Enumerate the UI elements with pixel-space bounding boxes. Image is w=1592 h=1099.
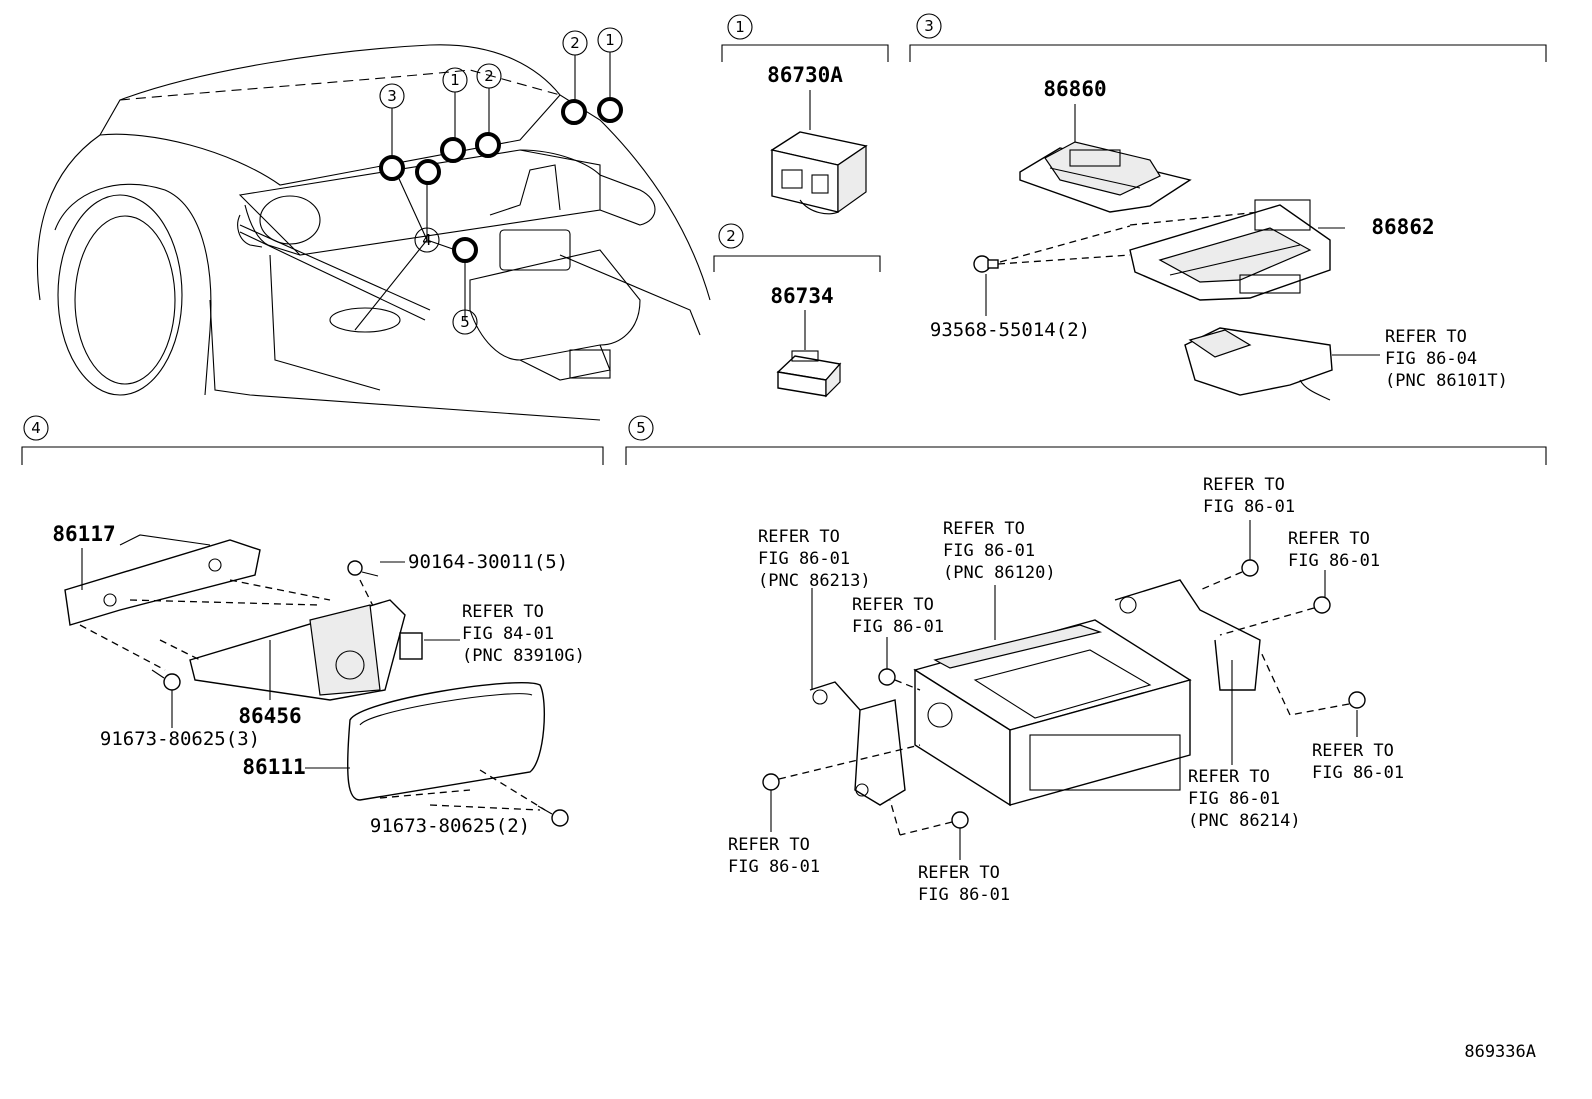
svg-text:REFER TO: REFER TO <box>1385 327 1467 347</box>
svg-text:FIG 86-01: FIG 86-01 <box>728 857 820 877</box>
svg-text:3: 3 <box>387 87 397 105</box>
svg-text:FIG 86-01: FIG 86-01 <box>1288 551 1380 571</box>
svg-text:REFER TO: REFER TO <box>852 595 934 615</box>
svg-text:FIG 86-01: FIG 86-01 <box>852 617 944 637</box>
svg-text:86862: 86862 <box>1371 215 1434 239</box>
svg-text:1: 1 <box>735 18 745 36</box>
svg-text:FIG 86-01: FIG 86-01 <box>1188 789 1280 809</box>
svg-text:REFER TO: REFER TO <box>943 519 1025 539</box>
svg-text:FIG 86-01: FIG 86-01 <box>758 549 850 569</box>
refer-86-01-f: REFER TO FIG 86-01 <box>1312 741 1404 783</box>
svg-text:4: 4 <box>31 419 41 437</box>
part-93568-bolt: 93568-55014(2) <box>930 211 1261 341</box>
svg-text:86734: 86734 <box>770 284 833 308</box>
svg-text:5: 5 <box>460 313 470 331</box>
svg-text:1: 1 <box>605 31 615 49</box>
svg-text:86730A: 86730A <box>767 63 843 87</box>
callout-1b: 1 <box>597 27 623 53</box>
svg-text:91673-80625(2): 91673-80625(2) <box>370 815 530 837</box>
svg-text:FIG 86-01: FIG 86-01 <box>1203 497 1295 517</box>
harness-refer-86-04: REFER TO FIG 86-04 (PNC 86101T) <box>1184 327 1508 401</box>
left-bracket <box>809 588 906 806</box>
refer-86214: REFER TO FIG 86-01 (PNC 86214) <box>1188 767 1301 831</box>
svg-text:2: 2 <box>570 34 580 52</box>
callout-2b: 2 <box>562 30 588 56</box>
svg-text:86117: 86117 <box>52 522 115 546</box>
svg-text:REFER TO: REFER TO <box>462 602 544 622</box>
refer-86-01-c: REFER TO FIG 86-01 <box>852 595 944 637</box>
svg-text:(PNC 86214): (PNC 86214) <box>1188 811 1301 831</box>
callout-4: 4 <box>414 227 440 253</box>
svg-text:86456: 86456 <box>238 704 301 728</box>
section-3-header: 3 <box>909 13 1547 62</box>
svg-text:5: 5 <box>636 419 646 437</box>
svg-text:1: 1 <box>450 71 460 89</box>
part-86456: 86456 <box>79 579 406 728</box>
svg-text:(PNC 86213): (PNC 86213) <box>758 571 871 591</box>
overview-callouts: 3 1 2 2 1 4 5 <box>379 27 623 335</box>
part-86734: 86734 <box>770 284 842 398</box>
refer-86120: REFER TO FIG 86-01 (PNC 86120) <box>943 519 1056 583</box>
refer-86-01-h: REFER TO FIG 86-01 <box>728 835 820 877</box>
svg-text:91673-80625(3): 91673-80625(3) <box>100 728 260 750</box>
svg-text:FIG 86-01: FIG 86-01 <box>918 885 1010 905</box>
refer-86-01-e: REFER TO FIG 86-01 <box>1288 529 1380 571</box>
part-91673-a: 91673-80625(3) <box>100 669 260 750</box>
svg-text:REFER TO: REFER TO <box>1312 741 1394 761</box>
svg-text:90164-30011(5): 90164-30011(5) <box>408 551 568 573</box>
svg-text:REFER TO: REFER TO <box>918 863 1000 883</box>
svg-text:FIG 84-01: FIG 84-01 <box>462 624 554 644</box>
part-91673-b: 91673-80625(2) <box>370 805 569 837</box>
refer-86213: REFER TO FIG 86-01 (PNC 86213) <box>758 527 871 591</box>
svg-text:2: 2 <box>484 67 494 85</box>
part-86862: 86862 <box>1129 199 1435 301</box>
svg-text:FIG 86-01: FIG 86-01 <box>1312 763 1404 783</box>
refer-84-01: REFER TO FIG 84-01 (PNC 83910G) <box>399 602 585 666</box>
right-bracket <box>1114 579 1261 765</box>
svg-text:FIG 86-01: FIG 86-01 <box>943 541 1035 561</box>
section-1-header: 1 <box>721 14 889 62</box>
callout-2: 2 <box>476 63 502 89</box>
svg-text:REFER TO: REFER TO <box>728 835 810 855</box>
part-86117: 86117 <box>52 522 261 626</box>
part-86111-display: 86111 <box>242 682 546 811</box>
svg-text:FIG 86-04: FIG 86-04 <box>1385 349 1477 369</box>
refer-86-01-i: REFER TO FIG 86-01 <box>918 863 1010 905</box>
part-86730A: 86730A <box>767 63 868 215</box>
callout-5: 5 <box>452 309 478 335</box>
section-2-header: 2 <box>713 223 881 272</box>
svg-text:REFER TO: REFER TO <box>1188 767 1270 787</box>
svg-text:(PNC 83910G): (PNC 83910G) <box>462 646 585 666</box>
section-5-header: 5 <box>625 415 1547 465</box>
svg-text:(PNC 86120): (PNC 86120) <box>943 563 1056 583</box>
section-4-header: 4 <box>21 415 604 465</box>
svg-text:86111: 86111 <box>242 755 305 779</box>
svg-text:93568-55014(2): 93568-55014(2) <box>930 319 1090 341</box>
screws-section5 <box>762 520 1366 860</box>
svg-text:REFER TO: REFER TO <box>1203 475 1285 495</box>
svg-text:4: 4 <box>422 231 432 249</box>
audio-head-unit <box>913 585 1192 807</box>
part-86860: 86860 <box>1019 77 1192 213</box>
svg-text:3: 3 <box>924 17 934 35</box>
svg-text:REFER TO: REFER TO <box>1288 529 1370 549</box>
callout-1: 1 <box>442 67 468 93</box>
figure-id: 869336A <box>1464 1042 1536 1062</box>
overview-illustration <box>37 44 711 421</box>
svg-text:2: 2 <box>726 227 736 245</box>
svg-text:86860: 86860 <box>1043 77 1106 101</box>
svg-text:(PNC 86101T): (PNC 86101T) <box>1385 371 1508 391</box>
svg-text:REFER TO: REFER TO <box>758 527 840 547</box>
refer-86-01-d: REFER TO FIG 86-01 <box>1203 475 1295 517</box>
callout-3: 3 <box>379 83 405 109</box>
